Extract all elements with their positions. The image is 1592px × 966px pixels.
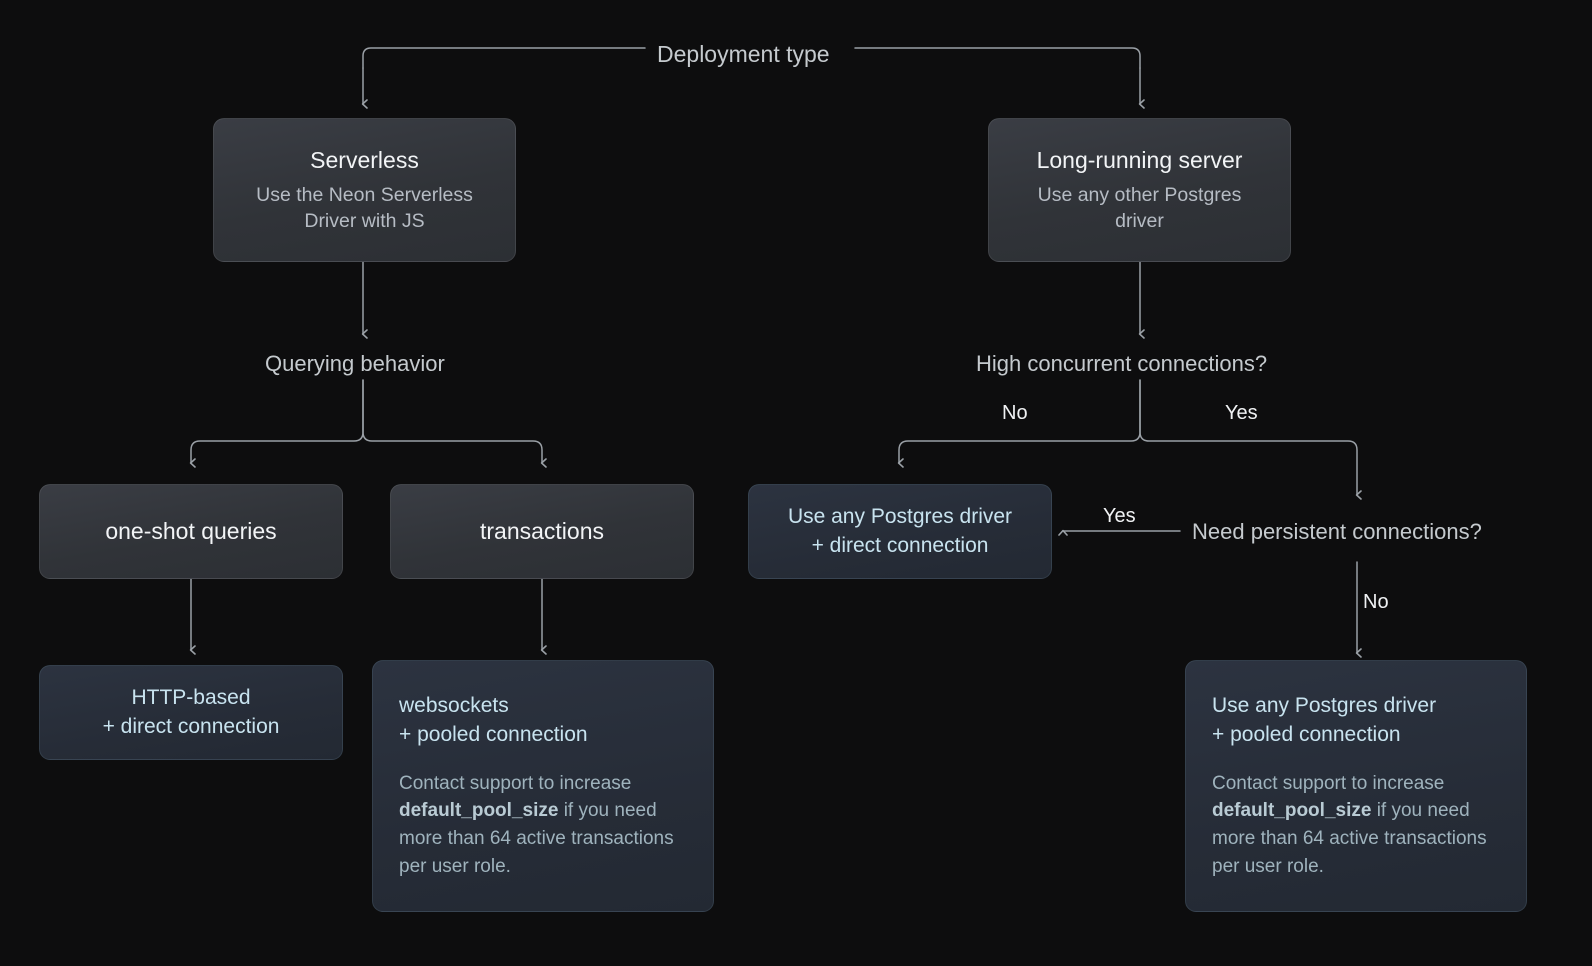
edge-label-persistent-no: No [1363, 591, 1389, 613]
node-serverless[interactable]: Serverless Use the Neon Serverless Drive… [213, 118, 516, 262]
edge-label-concurrent-yes: Yes [1225, 402, 1258, 424]
node-long-running-server-subtitle: Use any other Postgres driver [1037, 183, 1242, 232]
node-websockets-pooled-note: Contact support to increase default_pool… [373, 770, 713, 880]
node-http-direct-connection-line2: + direct connection [102, 714, 280, 738]
node-one-shot-queries[interactable]: one-shot queries [39, 484, 343, 579]
node-one-shot-queries-title: one-shot queries [105, 518, 277, 545]
note-text-before: Contact support to increase [1212, 772, 1445, 794]
note-code-token: default_pool_size [399, 800, 559, 822]
node-transactions[interactable]: transactions [390, 484, 694, 579]
node-driver-direct-connection[interactable]: Use any Postgres driver + direct connect… [748, 484, 1052, 579]
node-driver-pooled-note: Contact support to increase default_pool… [1186, 770, 1526, 880]
node-driver-pooled[interactable]: Use any Postgres driver + pooled connect… [1185, 660, 1527, 912]
node-http-direct-connection-line1: HTTP-based [131, 685, 251, 709]
node-serverless-title: Serverless [310, 147, 419, 174]
node-websockets-pooled-line1: websockets [399, 694, 509, 717]
edge-label-concurrent-no: No [1002, 402, 1028, 424]
note-text-after: if you need more than 64 active transact… [1212, 800, 1487, 877]
note-text-after: if you need more than 64 active transact… [399, 800, 674, 877]
node-driver-direct-connection-line1: Use any Postgres driver [787, 504, 1013, 528]
node-driver-direct-connection-line2: + direct connection [811, 533, 989, 557]
root-label: Deployment type [657, 41, 830, 67]
decision-need-persistent-connections: Need persistent connections? [1192, 519, 1482, 544]
decision-querying-behavior: Querying behavior [265, 351, 445, 376]
edge-label-persistent-yes: Yes [1103, 505, 1136, 527]
node-http-direct-connection[interactable]: HTTP-based + direct connection [39, 665, 343, 760]
decision-high-concurrent-connections: High concurrent connections? [976, 351, 1268, 376]
node-driver-pooled-line2: + pooled connection [1212, 722, 1401, 746]
node-serverless-subtitle: Use the Neon Serverless Driver with JS [256, 183, 473, 232]
node-websockets-pooled[interactable]: websockets + pooled connection Contact s… [372, 660, 714, 912]
node-transactions-title: transactions [479, 518, 604, 545]
note-code-token: default_pool_size [1212, 800, 1372, 822]
node-long-running-server[interactable]: Long-running server Use any other Postgr… [988, 118, 1291, 262]
node-websockets-pooled-line2: + pooled connection [399, 722, 588, 746]
note-text-before: Contact support to increase [399, 772, 632, 794]
node-driver-pooled-line1: Use any Postgres driver [1212, 694, 1437, 717]
node-long-running-server-title: Long-running server [1036, 147, 1243, 174]
